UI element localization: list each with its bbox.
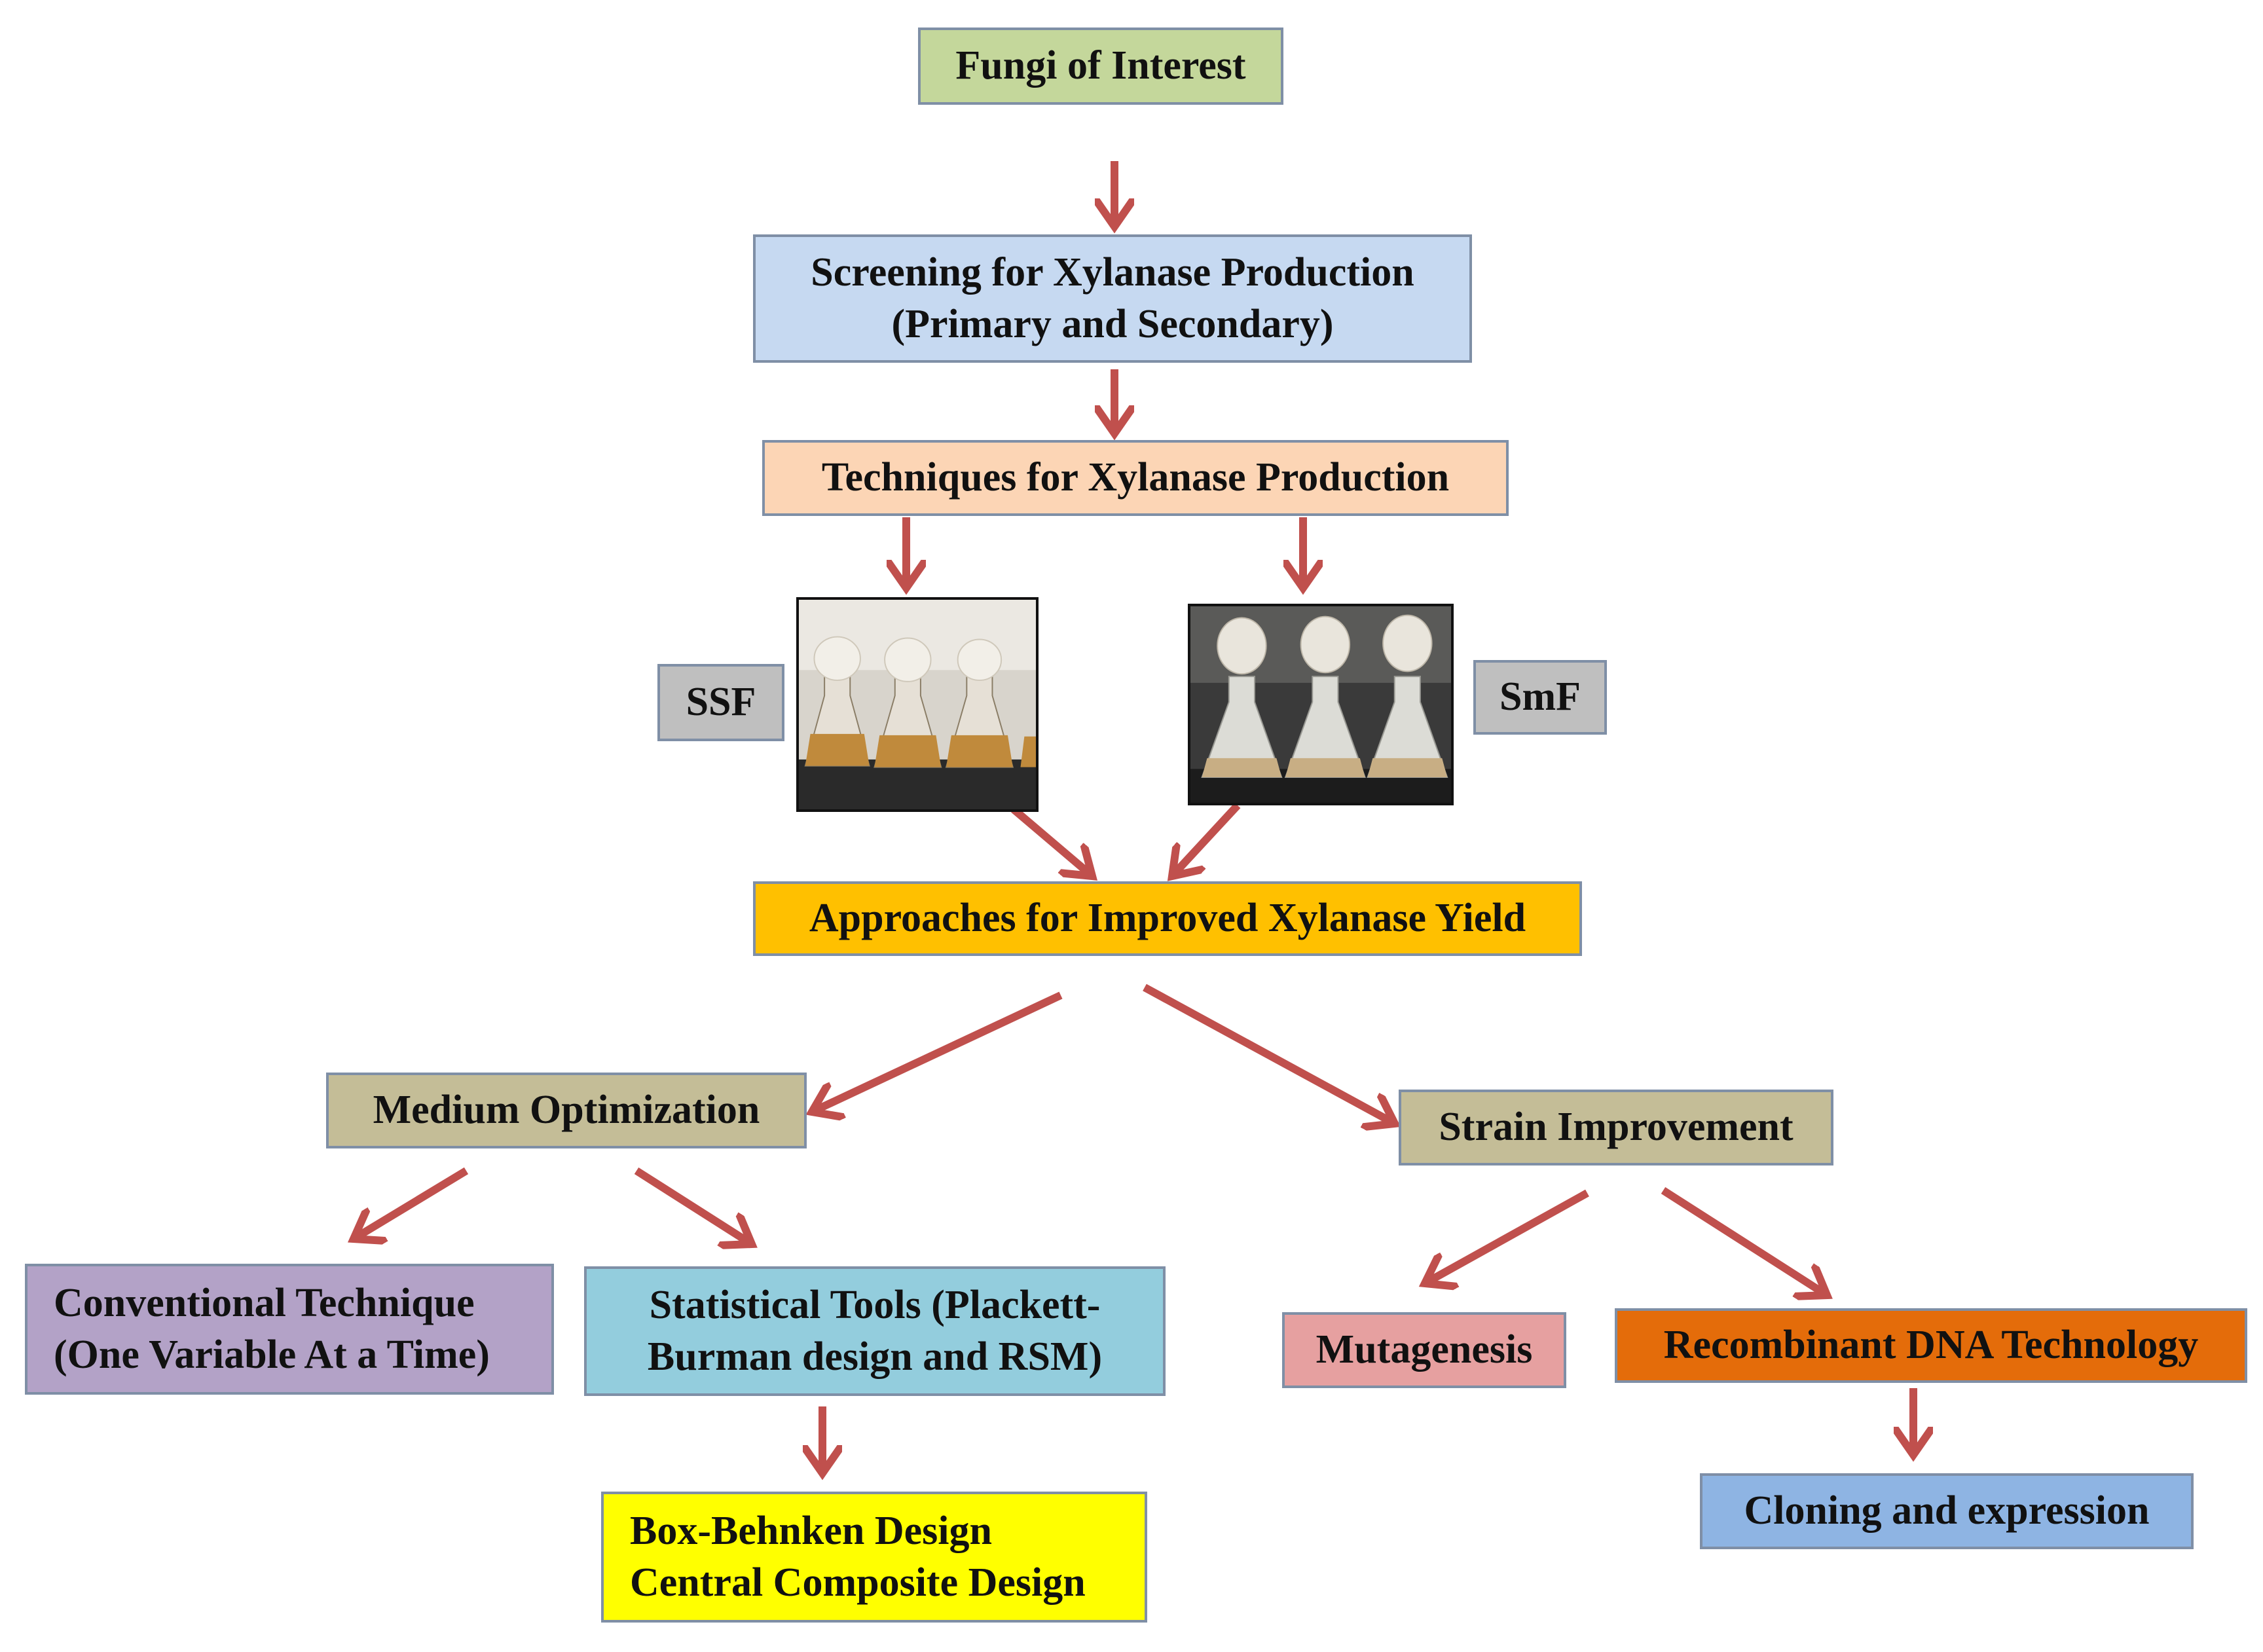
smf-flasks-image xyxy=(1190,606,1451,803)
node-ssf: SSF xyxy=(657,664,784,741)
node-medium-optimization: Medium Optimization xyxy=(326,1073,807,1148)
node-box-behnken: Box-Behnken Design Central Composite Des… xyxy=(601,1492,1147,1623)
arrow-medium-to-conventional xyxy=(354,1167,469,1239)
arrow-medium-to-statistical xyxy=(634,1167,752,1244)
ssf-photo xyxy=(796,597,1039,812)
arrow-strain-to-mutagenesis xyxy=(1425,1189,1589,1283)
node-conventional-technique: Conventional Technique (One Variable At … xyxy=(25,1264,554,1395)
node-smf: SmF xyxy=(1473,660,1607,735)
arrow-smf-to-approaches xyxy=(1172,802,1241,876)
smf-photo xyxy=(1188,604,1454,805)
node-screening: Screening for Xylanase Production (Prima… xyxy=(753,234,1472,363)
arrow-strain-to-recombinant xyxy=(1661,1186,1827,1295)
node-fungi-of-interest: Fungi of Interest xyxy=(918,28,1283,105)
node-approaches: Approaches for Improved Xylanase Yield xyxy=(753,881,1582,956)
node-strain-improvement: Strain Improvement xyxy=(1399,1090,1833,1166)
ssf-flasks-image xyxy=(799,600,1036,809)
arrow-approaches-to-medium xyxy=(812,991,1063,1112)
node-statistical-tools: Statistical Tools (Plackett- Burman desi… xyxy=(584,1266,1166,1396)
node-cloning-expression: Cloning and expression xyxy=(1700,1473,2194,1549)
arrow-ssf-to-approaches xyxy=(1011,806,1092,876)
node-techniques: Techniques for Xylanase Production xyxy=(762,440,1509,516)
node-mutagenesis: Mutagenesis xyxy=(1282,1312,1566,1388)
arrow-approaches-to-strain xyxy=(1143,983,1395,1124)
node-recombinant-dna: Recombinant DNA Technology xyxy=(1615,1308,2247,1383)
